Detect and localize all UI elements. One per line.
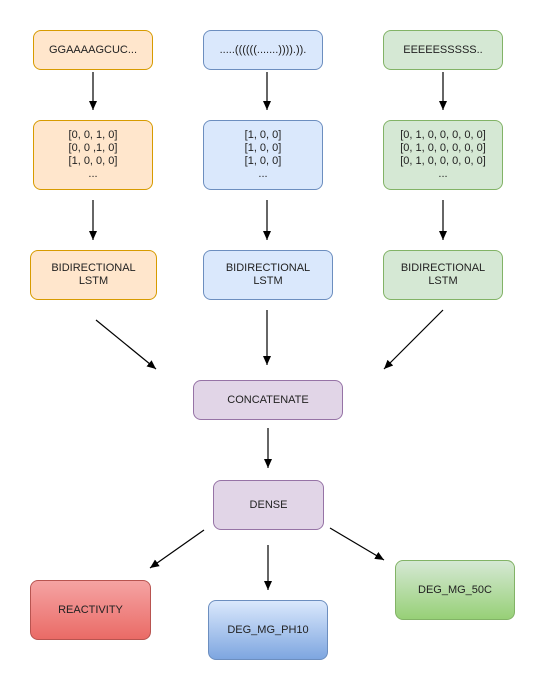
dense-node: DENSE [213,480,324,530]
arrow-seq-lstm-to-concat [95,319,157,370]
arrow-dense-to-reactivity [149,529,205,569]
loop-type-encoding-line: [0, 1, 0, 0, 0, 0, 0] [400,142,486,154]
loop-type-encoding-line: [0, 1, 0, 0, 0, 0, 0] [400,129,486,141]
structure-encoding-line: [1, 0, 0] [244,142,282,154]
structure-encoding-node: [1, 0, 0] [1, 0, 0] [1, 0, 0] ... [203,120,323,190]
concatenate-label: CONCATENATE [227,393,309,406]
arrow-loop-lstm-to-concat [383,309,444,370]
deg-mg-ph10-label: DEG_MG_PH10 [227,623,309,636]
loop-type-encoding-line: [0, 1, 0, 0, 0, 0, 0] [400,155,486,167]
structure-input-node: .....((((((.......)))).)). [203,30,323,70]
sequence-encoding-line: [1, 0, 0, 0] [68,155,118,167]
deg-mg-ph10-output-node: DEG_MG_PH10 [208,600,328,660]
arrow-dense-to-deg-50c [329,527,385,561]
structure-encoding-line: ... [258,168,268,180]
structure-encoding-line: [1, 0, 0] [244,129,282,141]
loop-type-input-text: EEEEESSSSS.. [403,43,483,56]
loop-type-input-node: EEEEESSSSS.. [383,30,503,70]
loop-type-encoding-line: ... [438,168,448,180]
structure-lstm-node: BIDIRECTIONAL LSTM [203,250,333,300]
loop-type-lstm-label: BIDIRECTIONAL LSTM [400,262,486,287]
deg-mg-50c-output-node: DEG_MG_50C [395,560,515,620]
sequence-encoding-line: [0, 0, 1, 0] [68,129,118,141]
structure-encoding-line: [1, 0, 0] [244,155,282,167]
sequence-input-node: GGAAAAGCUC... [33,30,153,70]
sequence-encoding-line: ... [88,168,98,180]
structure-input-text: .....((((((.......)))).)). [219,43,307,56]
loop-type-encoding-node: [0, 1, 0, 0, 0, 0, 0] [0, 1, 0, 0, 0, 0,… [383,120,503,190]
concatenate-node: CONCATENATE [193,380,343,420]
sequence-input-text: GGAAAAGCUC... [48,43,138,56]
sequence-encoding-node: [0, 0, 1, 0] [0, 0 ,1, 0] [1, 0, 0, 0] .… [33,120,153,190]
structure-lstm-label: BIDIRECTIONAL LSTM [225,262,311,287]
loop-type-lstm-node: BIDIRECTIONAL LSTM [383,250,503,300]
reactivity-output-node: REACTIVITY [30,580,151,640]
sequence-encoding-line: [0, 0 ,1, 0] [68,142,118,154]
sequence-lstm-node: BIDIRECTIONAL LSTM [30,250,157,300]
reactivity-label: REACTIVITY [58,603,123,616]
dense-label: DENSE [249,498,288,511]
sequence-lstm-label: BIDIRECTIONAL LSTM [51,262,136,287]
deg-mg-50c-label: DEG_MG_50C [418,583,492,596]
